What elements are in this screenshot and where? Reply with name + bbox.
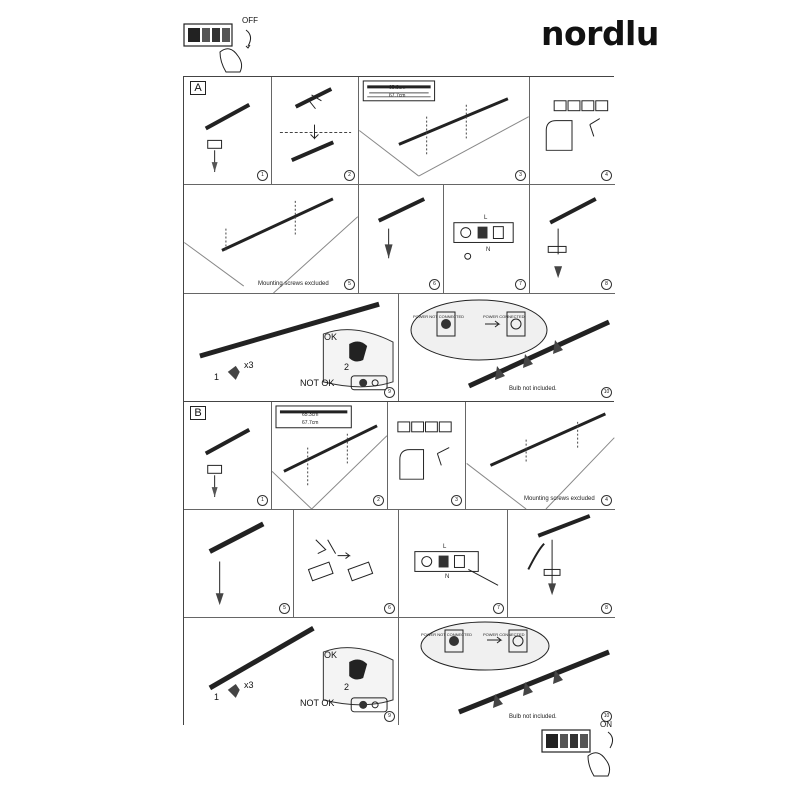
quantity-label: x3 <box>244 680 254 690</box>
step-number: 10 <box>601 711 612 722</box>
step-number: 6 <box>384 603 395 614</box>
brand-logo: nordlu <box>541 14 659 53</box>
step-a-9: 1 x3 OK 2 NOT OK 9 <box>184 294 399 401</box>
step-a-1: A 1 <box>184 77 272 185</box>
step-marker-1: 1 <box>214 372 220 382</box>
step-marker-1: 1 <box>214 692 220 702</box>
power-not-connected: POWER NOT CONNECTED <box>413 314 465 319</box>
step-number: 8 <box>601 279 612 290</box>
mounting-screws-note: Mounting screws excluded <box>524 496 595 502</box>
not-ok-label: NOT OK <box>300 698 335 708</box>
dimension-outer: 67.7cm <box>389 93 406 99</box>
power-switch-off-illustration: OFF <box>180 12 260 74</box>
step-b-10: POWER NOT CONNECTED POWER CONNECTED Bulb… <box>399 618 615 725</box>
power-not-connected: POWER NOT CONNECTED <box>421 632 473 637</box>
step-number: 6 <box>429 279 440 290</box>
step-number: 3 <box>515 170 526 181</box>
bulb-note: Bulb not included. <box>509 386 557 392</box>
section-b-label: B <box>190 406 206 420</box>
step-number: 7 <box>493 603 504 614</box>
step-b-6: 6 <box>294 510 399 618</box>
step-number: 1 <box>257 495 268 506</box>
step-b-1: B 1 <box>184 402 272 510</box>
step-a-4: 4 <box>530 77 615 185</box>
off-label: OFF <box>242 16 258 25</box>
section-a-grid: A 1 2 65.3cm 67.7cm 3 <box>183 76 615 401</box>
step-number: 5 <box>279 603 290 614</box>
power-connected: POWER CONNECTED <box>483 314 525 319</box>
ok-label: OK <box>324 332 338 342</box>
section-b-grid: B 1 65.3cm 67.7cm 2 3 Moun <box>183 401 615 725</box>
power-connected: POWER CONNECTED <box>483 632 525 637</box>
quantity-label: x3 <box>244 360 254 370</box>
step-number: 9 <box>384 711 395 722</box>
section-a-label: A <box>190 81 206 95</box>
step-marker-2: 2 <box>344 362 350 372</box>
step-b-4: Mounting screws excluded 4 <box>466 402 615 510</box>
wire-label-n: N <box>445 574 450 580</box>
wire-label-n: N <box>486 247 491 253</box>
step-b-2: 65.3cm 67.7cm 2 <box>272 402 388 510</box>
not-ok-label: NOT OK <box>300 378 335 388</box>
dimension-outer: 67.7cm <box>302 420 319 426</box>
step-a-3: 65.3cm 67.7cm 3 <box>359 77 530 185</box>
step-a-7: L N 7 <box>444 185 530 294</box>
step-number: 3 <box>451 495 462 506</box>
step-number: 4 <box>601 170 612 181</box>
ok-label: OK <box>324 650 338 660</box>
step-b-5: 5 <box>184 510 294 618</box>
step-b-9: 1 x3 OK 2 NOT OK 9 <box>184 618 399 725</box>
step-number: 10 <box>601 387 612 398</box>
step-number: 9 <box>384 387 395 398</box>
step-b-8: 8 <box>508 510 615 618</box>
bulb-note: Bulb not included. <box>509 714 557 720</box>
mounting-screws-note: Mounting screws excluded <box>258 281 329 287</box>
step-number: 1 <box>257 170 268 181</box>
step-number: 7 <box>515 279 526 290</box>
step-number: 2 <box>373 495 384 506</box>
step-marker-2: 2 <box>344 682 350 692</box>
step-a-10: POWER NOT CONNECTED POWER CONNECTED Bulb… <box>399 294 615 401</box>
step-b-3: 3 <box>388 402 466 510</box>
step-a-6: 6 <box>359 185 444 294</box>
step-number: 2 <box>344 170 355 181</box>
step-a-8: 8 <box>530 185 615 294</box>
step-number: 5 <box>344 279 355 290</box>
step-b-7: L N 7 <box>399 510 508 618</box>
wire-label-l: L <box>443 544 447 550</box>
dimension-inner: 65.3cm <box>302 412 319 418</box>
power-switch-on-illustration: ON <box>538 720 618 786</box>
step-a-2: 2 <box>272 77 359 185</box>
step-number: 4 <box>601 495 612 506</box>
step-number: 8 <box>601 603 612 614</box>
dimension-inner: 65.3cm <box>389 85 406 91</box>
step-a-5: Mounting screws excluded 5 <box>184 185 359 294</box>
wire-label-l: L <box>484 215 488 221</box>
on-label: ON <box>600 720 612 729</box>
